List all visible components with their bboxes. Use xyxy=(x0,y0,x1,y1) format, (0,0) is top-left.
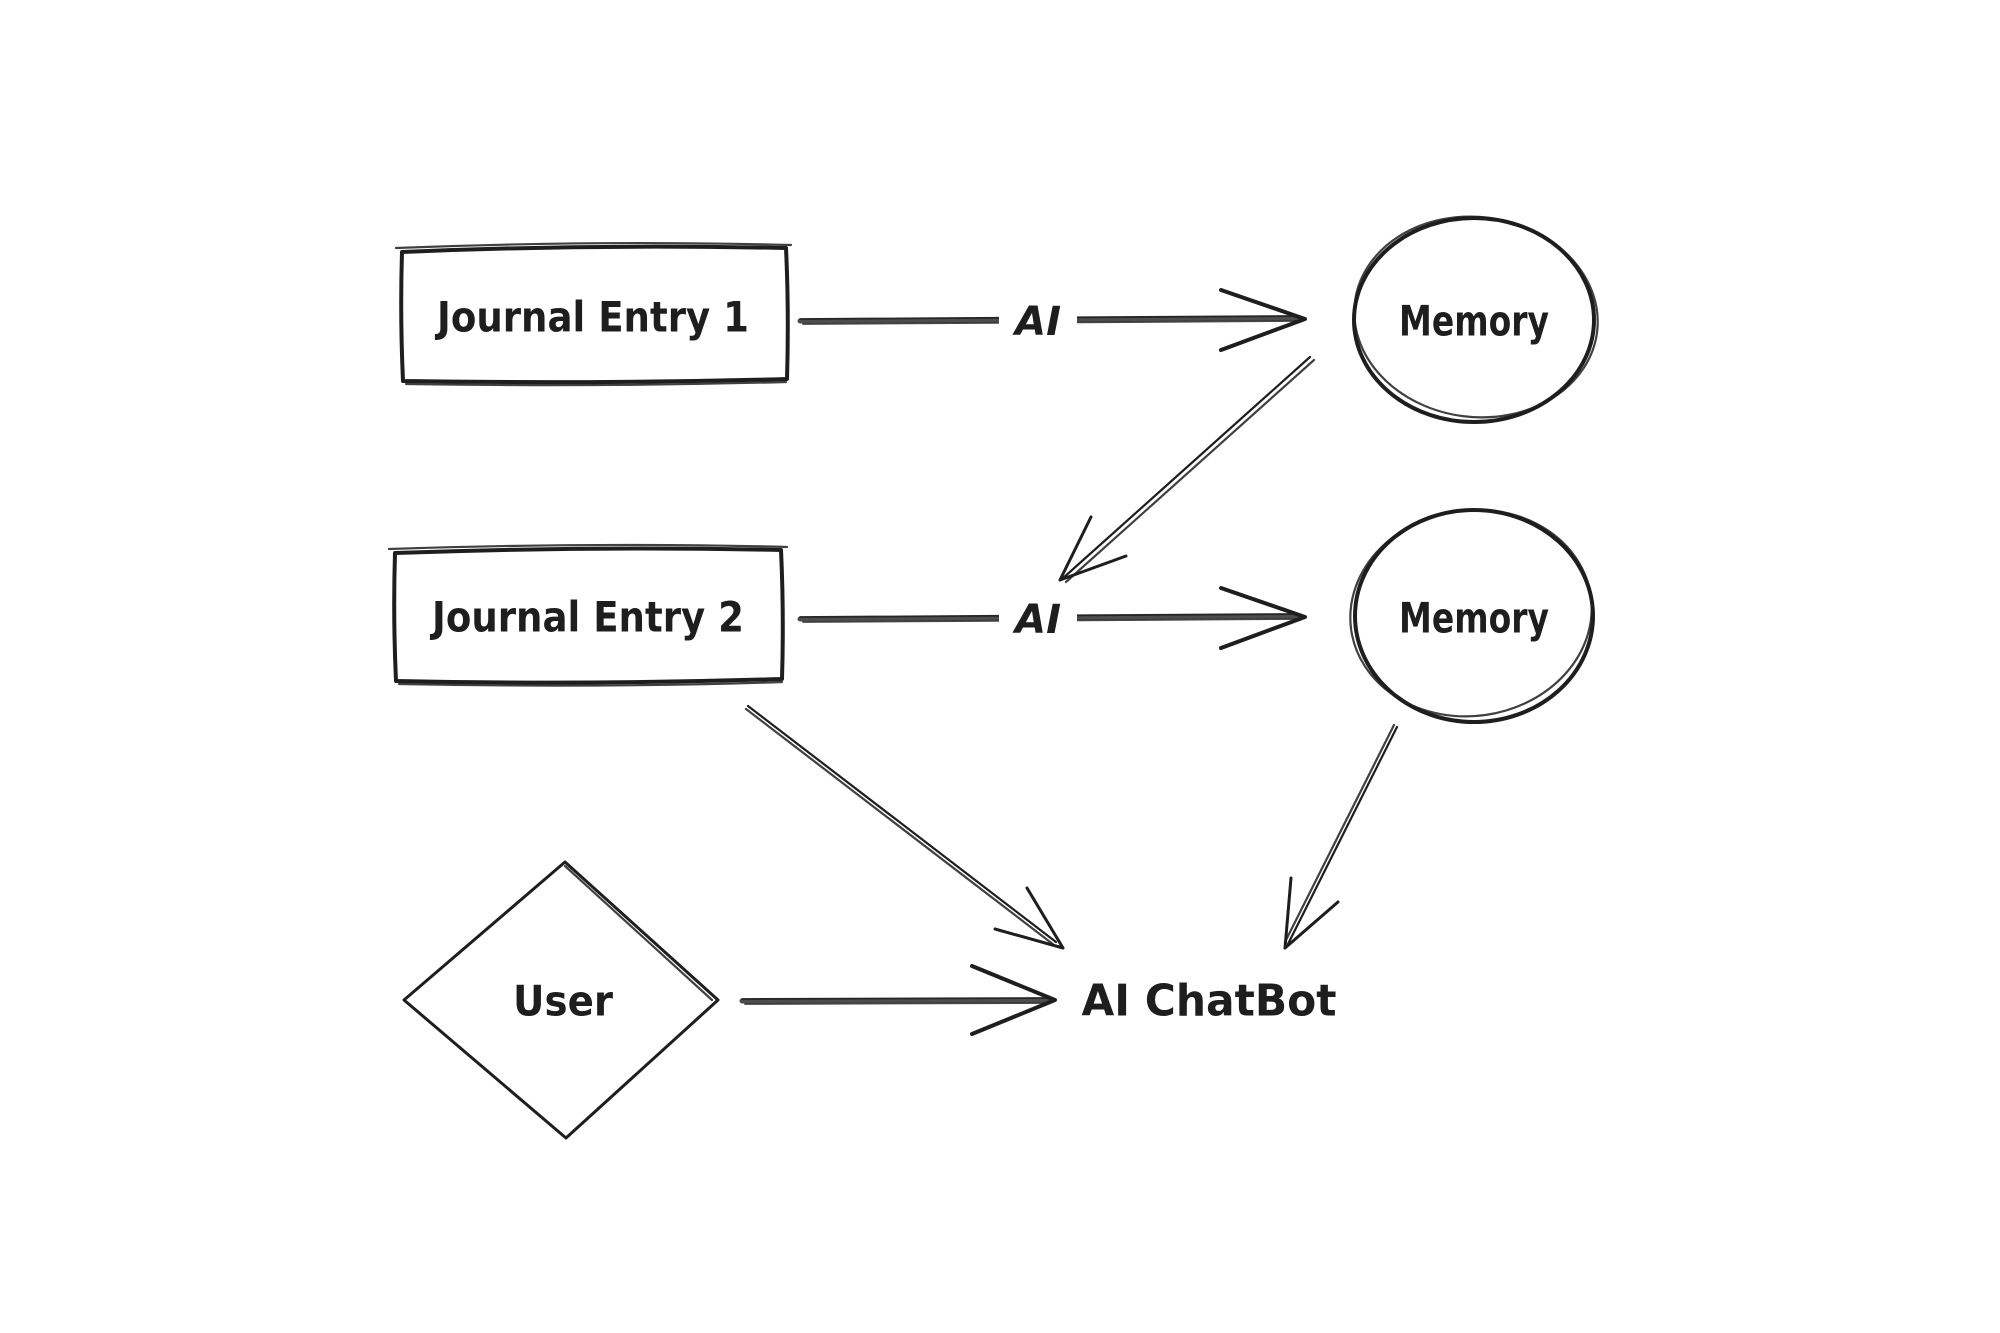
edge-user-to-chatbot xyxy=(739,964,1057,1036)
arrowhead-right-icon xyxy=(970,964,1057,1036)
arrowhead-downleft-icon xyxy=(1058,515,1128,582)
node-journal-entry-2: Journal Entry 2 xyxy=(387,543,789,687)
node-label-memory-2: Memory xyxy=(1399,594,1549,643)
node-label-journal-entry-1: Journal Entry 1 xyxy=(434,293,749,342)
arrowhead-downright-icon xyxy=(993,886,1065,950)
arrowhead-right-icon xyxy=(1219,288,1307,352)
edge-journal2-to-chatbot xyxy=(744,704,1065,950)
edge-label-background xyxy=(999,590,1077,646)
node-memory-2: Memory xyxy=(1349,508,1595,724)
edge-journal2-to-memory2: AI xyxy=(797,586,1307,650)
edge-journal1-to-memory1: AI xyxy=(797,288,1307,352)
edge-label-ai-1: AI xyxy=(1012,299,1061,345)
arrowhead-down-icon xyxy=(1283,876,1340,950)
node-label-ai-chatbot: AI ChatBot xyxy=(1082,976,1337,1027)
edge-label-background xyxy=(999,292,1077,348)
node-label-memory-1: Memory xyxy=(1399,297,1549,346)
node-label-journal-entry-2: Journal Entry 2 xyxy=(429,593,744,642)
node-user: User xyxy=(402,860,720,1140)
edge-label-ai-2: AI xyxy=(1012,597,1061,643)
edge-memory1-to-flow2 xyxy=(1058,355,1316,584)
node-memory-1: Memory xyxy=(1352,215,1599,424)
edge-memory2-to-chatbot xyxy=(1283,723,1399,950)
node-journal-entry-1: Journal Entry 1 xyxy=(394,241,793,387)
node-label-user: User xyxy=(513,977,613,1026)
arrowhead-right-icon xyxy=(1219,586,1307,650)
node-ai-chatbot: AI ChatBot xyxy=(1082,976,1337,1027)
